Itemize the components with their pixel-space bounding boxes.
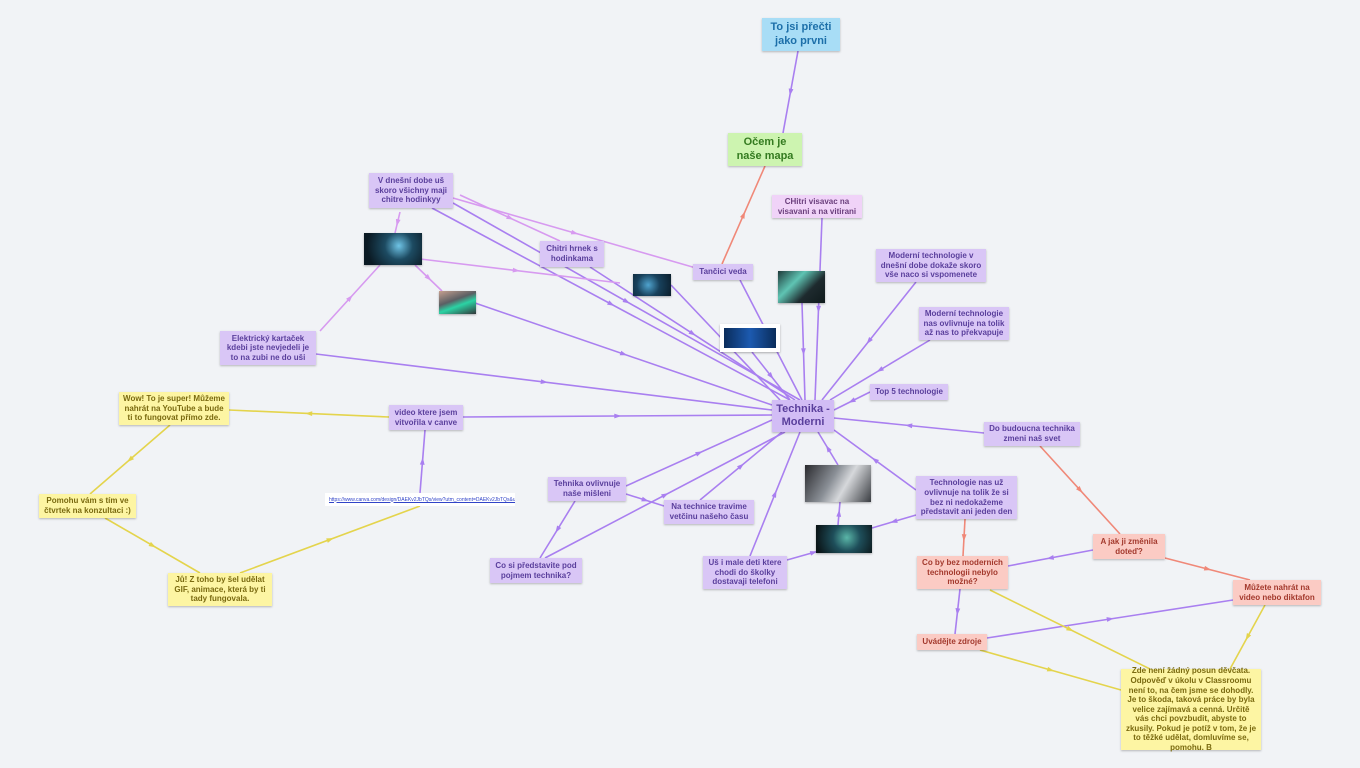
arrowhead	[506, 214, 514, 220]
node-record[interactable]: Můžete nahrát na video nebo diktafon	[1233, 580, 1321, 605]
arrowhead	[695, 451, 703, 457]
arrowhead	[955, 608, 961, 616]
arrowhead	[1066, 625, 1074, 632]
arrowhead	[1245, 633, 1252, 641]
node-imagine[interactable]: Co si představite pod pojmem technika?	[490, 558, 582, 583]
node-video-canva[interactable]: video ktere jsem vitvořila v canve	[389, 405, 463, 430]
gadget-image[interactable]	[439, 291, 476, 314]
blue-graph-image[interactable]	[720, 324, 780, 352]
node-without-tech[interactable]: Co by bez moderních technologii nebylo m…	[917, 556, 1008, 589]
node-smart-hanger[interactable]: CHitri visavac na visavani a na vitirani	[772, 195, 862, 218]
arrowhead	[816, 305, 822, 313]
vr-person-image[interactable]	[805, 465, 871, 502]
arrowhead	[570, 229, 579, 235]
arrowhead	[890, 518, 898, 523]
node-smartwatch[interactable]: V dnešní dobe uš skoro všichny maji chit…	[369, 173, 453, 208]
arrowhead	[661, 493, 669, 499]
arrowhead	[1106, 617, 1114, 622]
arrowhead	[305, 411, 313, 417]
node-modern-tech-everything[interactable]: Moderní technologie v dnešní dobe dokaže…	[876, 249, 986, 282]
node-toothbrush[interactable]: Elektrický kartaček kdebi jste nevjedeli…	[220, 331, 316, 365]
node-sources[interactable]: Uvádějte zdroje	[917, 634, 987, 650]
node-read-first[interactable]: To jsi přečti jako prvni	[762, 18, 840, 51]
arrowhead	[1076, 486, 1083, 493]
node-top5[interactable]: Top 5 technologie	[870, 384, 948, 400]
arrowhead	[809, 551, 818, 556]
arrowhead	[641, 496, 649, 502]
arrowhead	[346, 295, 353, 302]
tech-child-image[interactable]	[816, 525, 872, 553]
arrowhead	[848, 397, 856, 403]
arrowhead	[555, 525, 562, 533]
arrowhead	[1046, 666, 1055, 672]
node-kids-phones[interactable]: Uš i male deti ktere chodi do školky dos…	[703, 556, 787, 589]
arrowhead	[540, 379, 548, 384]
node-tech-thinking[interactable]: Tehnika ovlivnuje naše mišleni	[548, 477, 626, 501]
arrowhead	[614, 413, 622, 419]
node-wow-comment[interactable]: Wow! To je super! Můžeme nahrát na YouTu…	[119, 392, 229, 425]
arrowhead	[148, 541, 156, 548]
arrowhead	[905, 423, 913, 429]
arrowhead	[395, 218, 401, 227]
arrowhead	[825, 445, 832, 453]
arrowhead	[737, 463, 745, 470]
network-image[interactable]	[633, 274, 671, 296]
arrowhead	[1046, 555, 1055, 560]
node-center-technika[interactable]: Technika - Moderni	[772, 400, 834, 432]
node-help-comment[interactable]: Pomohu vám s tím ve čtvrtek na konzultac…	[39, 494, 136, 518]
arrowhead	[1203, 565, 1212, 571]
node-dancing-science[interactable]: Tančici veda	[693, 264, 753, 280]
arrowhead	[424, 274, 432, 281]
arrowhead	[771, 490, 777, 498]
node-feedback-comment[interactable]: Zde není žádný posun děvčata. Odpověď v …	[1121, 666, 1261, 752]
arrowhead	[512, 267, 520, 273]
arrowhead	[419, 457, 425, 465]
arrowhead	[607, 300, 615, 306]
node-modern-tech-affects[interactable]: Moderní technologie nas ovlivnuje na tol…	[919, 307, 1009, 340]
node-future[interactable]: Do budoucna technika zmeni naš svet	[984, 422, 1080, 446]
arrowhead	[326, 538, 334, 543]
smartwatch-image[interactable]	[364, 233, 422, 265]
node-smart-toy[interactable]: Chitri hrnek s hodinkama	[540, 241, 604, 267]
arrowhead	[866, 337, 873, 345]
node-gif-comment[interactable]: Jů! Z toho by šel udělat GIF, animace, k…	[168, 573, 272, 606]
arrowhead	[788, 88, 794, 96]
arrowhead	[126, 455, 134, 463]
node-tech-affects-life[interactable]: Technologie nas už ovlivnuje na tolik že…	[916, 476, 1017, 519]
arrowhead	[619, 350, 628, 356]
arrowhead	[961, 534, 967, 542]
node-about-map[interactable]: Očem je naše mapa	[728, 133, 802, 166]
arrowhead	[688, 329, 696, 336]
hand-tech-image[interactable]	[778, 271, 825, 303]
canva-link[interactable]: https://www.canva.com/design/DAEKv2JbTQs…	[325, 493, 515, 506]
arrowhead	[740, 211, 746, 219]
arrowhead	[876, 366, 884, 373]
arrowhead	[767, 372, 774, 380]
node-changed[interactable]: A jak ji změnila doteď?	[1093, 534, 1165, 559]
arrowhead	[622, 297, 630, 304]
node-tech-time[interactable]: Na technice travime vetčinu našeho času	[664, 500, 754, 524]
arrowhead	[871, 457, 879, 464]
arrowhead	[801, 348, 806, 356]
arrowhead	[836, 509, 842, 517]
